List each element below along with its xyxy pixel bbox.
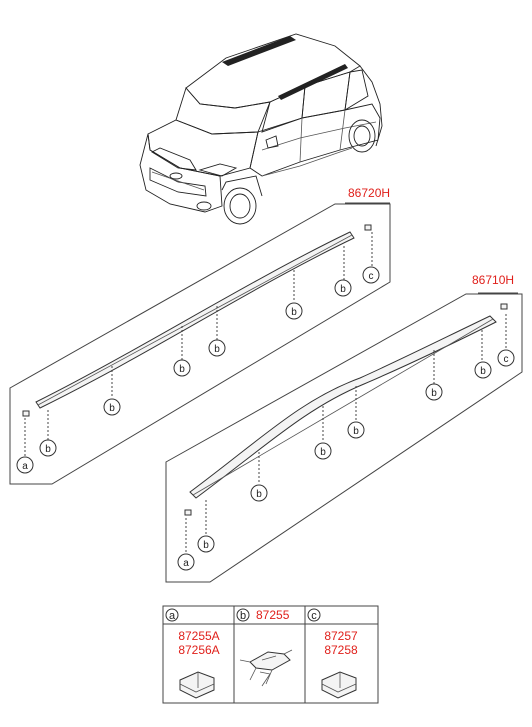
legend-column-c: c 87257 87258 <box>307 608 358 699</box>
callout-b: b <box>103 398 121 416</box>
callout-b: b <box>425 383 443 401</box>
callout-b: b <box>250 484 268 502</box>
legend-column-b: b 87255 <box>236 608 293 687</box>
callout-b: b <box>474 361 492 379</box>
part-number: 87255A <box>178 629 219 643</box>
part-number-86710h: 86710H <box>472 273 514 287</box>
legend-column-a: a 87255A 87256A <box>165 608 220 699</box>
svg-text:b: b <box>214 344 220 355</box>
svg-text:b: b <box>240 610 246 622</box>
callout-a: a <box>177 553 195 571</box>
callout-c: c <box>362 266 380 284</box>
svg-text:b: b <box>340 284 346 295</box>
svg-text:a: a <box>22 461 28 472</box>
clip-part-icon <box>249 651 291 671</box>
svg-text:c: c <box>369 271 374 282</box>
callout-b: b <box>314 442 332 460</box>
moulding-group-86720h: 86720H <box>9 186 391 485</box>
part-number-86720h: 86720H <box>348 186 390 200</box>
group-frame <box>9 203 391 485</box>
svg-text:b: b <box>45 444 51 455</box>
callout-b: b <box>39 439 57 457</box>
car-illustration <box>139 33 383 225</box>
svg-text:b: b <box>179 364 185 375</box>
callout-b: b <box>208 339 226 357</box>
part-number: 87257 <box>324 629 358 643</box>
group-frame <box>165 293 523 583</box>
svg-text:b: b <box>431 388 437 399</box>
svg-text:b: b <box>480 366 486 377</box>
svg-text:b: b <box>291 307 297 318</box>
callout-b: b <box>173 359 191 377</box>
svg-text:b: b <box>353 426 359 437</box>
svg-text:b: b <box>109 403 115 414</box>
part-number: 87258 <box>324 643 358 657</box>
svg-text:b: b <box>320 447 326 458</box>
callouts: c b b b b b b a c b b b b b b a <box>16 266 515 571</box>
part-number: 87255 <box>256 608 290 622</box>
callout-a: a <box>16 456 34 474</box>
svg-text:a: a <box>169 610 176 622</box>
svg-text:c: c <box>504 354 509 365</box>
callout-b: b <box>334 279 352 297</box>
end-cap-part-icon <box>179 671 215 699</box>
svg-text:c: c <box>311 610 317 622</box>
callout-c: c <box>497 349 515 367</box>
svg-text:a: a <box>183 558 189 569</box>
moulding-group-86710h: 86710H <box>165 273 523 583</box>
roof-moulding-lh <box>189 315 497 499</box>
callout-b: b <box>197 535 215 553</box>
callout-b: b <box>285 302 303 320</box>
svg-text:b: b <box>256 489 262 500</box>
svg-text:b: b <box>203 540 209 551</box>
callout-b: b <box>347 421 365 439</box>
legend-table: a 87255A 87256A b 87255 c 87257 87258 <box>162 605 379 704</box>
end-cap-part-icon <box>321 671 357 699</box>
part-number: 87256A <box>178 643 219 657</box>
